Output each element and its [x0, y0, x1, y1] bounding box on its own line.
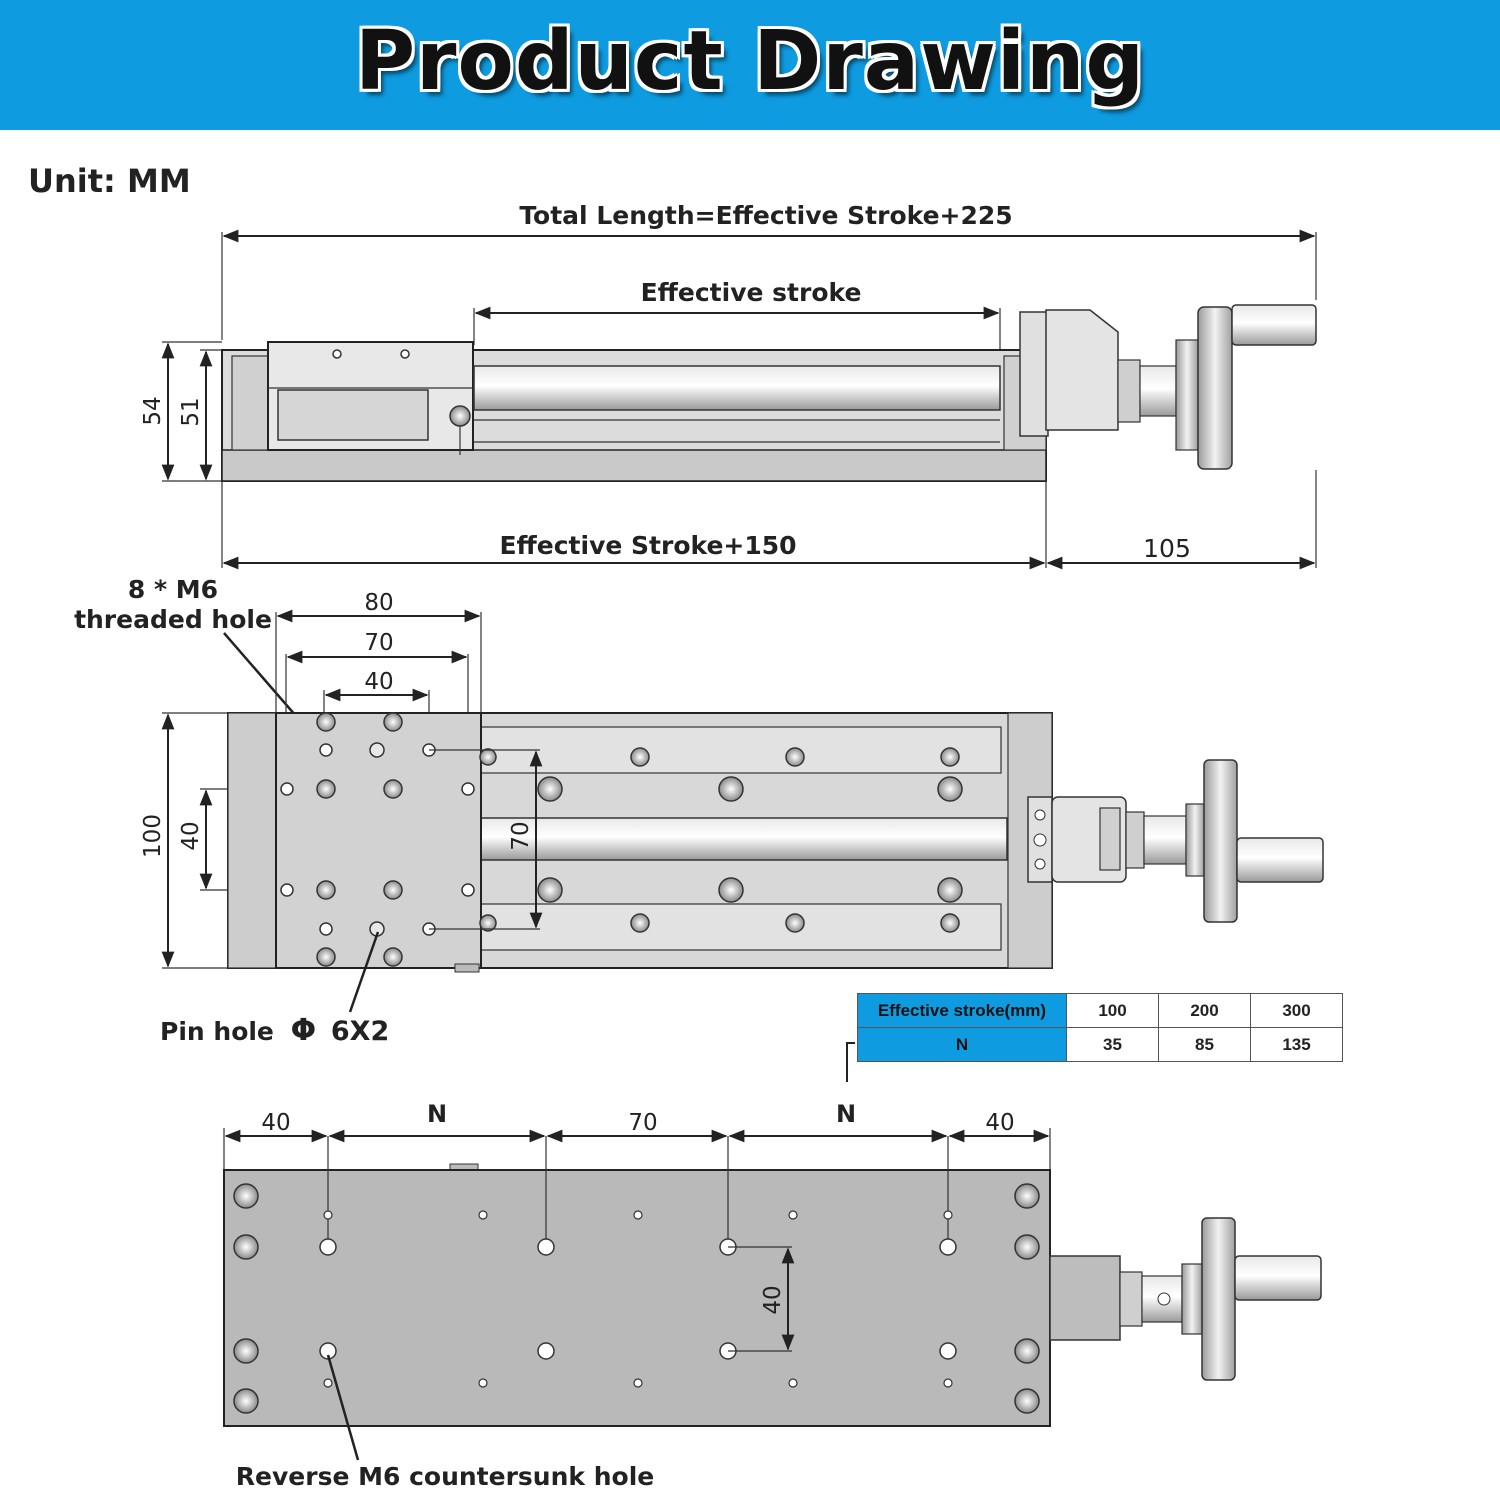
diameter-symbol: Φ [291, 1013, 317, 1048]
stroke-value-cell: 300 [1250, 993, 1343, 1028]
bottom-view: 40 N 70 N 40 40 [223, 1042, 1322, 1490]
n-value-cell: 135 [1250, 1027, 1343, 1062]
edge-left-label: 40 [261, 1110, 290, 1136]
side-handle-icon [1231, 304, 1317, 346]
stroke-value-cell: 200 [1158, 993, 1251, 1028]
side-handwheel [1197, 306, 1233, 470]
pin-hole-label: Pin hole [160, 1017, 274, 1046]
stroke-spec-table: Effective stroke(mm) 100 200 300 N 35 85… [857, 993, 1343, 1062]
pin-holes [369, 742, 385, 937]
table-row: N 35 85 135 [857, 1027, 1343, 1062]
banner-title: Product Drawing [354, 14, 1146, 109]
top-view: 8 * M6 threaded hole 80 70 40 100 40 [74, 575, 1324, 1048]
side-motor-mount [1045, 309, 1119, 431]
carriage-bolts [316, 712, 403, 967]
side-base [221, 449, 1047, 482]
width-70-label: 70 [364, 630, 393, 656]
width-40-label: 40 [364, 669, 393, 695]
edge-right-label: 40 [985, 1110, 1014, 1136]
table-row: Effective stroke(mm) 100 200 300 [857, 993, 1343, 1028]
bottom-corner-bolts [233, 1183, 1040, 1414]
stroke-header-cell: Effective stroke(mm) [857, 993, 1067, 1028]
unit-label: Unit: MM [28, 162, 191, 200]
n-right-label: N [836, 1100, 856, 1128]
n-value-cell: 85 [1158, 1027, 1251, 1062]
base-length-label: Effective Stroke+150 [499, 531, 796, 560]
spacing-70-label: 70 [508, 821, 534, 850]
technical-drawing: Total Length=Effective Stroke+225 Effect… [74, 201, 1324, 1490]
pin-hole-size: 6X2 [331, 1016, 389, 1047]
effective-stroke-label: Effective stroke [641, 278, 862, 307]
side-view: Total Length=Effective Stroke+225 Effect… [140, 201, 1317, 570]
pin-hole-text: Pin hole Φ 6X2 [160, 1013, 389, 1048]
stroke-value-cell: 100 [1066, 993, 1159, 1028]
total-length-label: Total Length=Effective Stroke+225 [519, 201, 1012, 230]
n-left-label: N [427, 1100, 447, 1128]
height-54-label: 54 [140, 396, 166, 425]
top-handwheel [1203, 759, 1238, 923]
handwheel-length-label: 105 [1143, 534, 1191, 563]
width-80-label: 80 [364, 590, 393, 616]
side-screw-rod [473, 365, 1001, 411]
countersunk-label: Reverse M6 countersunk hole [236, 1462, 654, 1490]
n-value-cell: 35 [1066, 1027, 1159, 1062]
height-100-label: 100 [140, 814, 166, 858]
height-51-label: 51 [178, 397, 204, 426]
bottom-body [223, 1169, 1051, 1427]
top-screw-rod [480, 817, 1008, 861]
countersunk-leader [326, 1354, 360, 1461]
pin-hole-leader [348, 931, 380, 1013]
title-banner: Product Drawing [0, 0, 1500, 130]
bottom-handwheel [1201, 1217, 1236, 1381]
threaded-hole-label: threaded hole [74, 605, 272, 634]
threaded-hole-count-label: 8 * M6 [128, 575, 218, 604]
vertical-40-label: 40 [760, 1285, 786, 1314]
height-40-label: 40 [178, 821, 204, 850]
bottom-handle-icon [1234, 1255, 1322, 1301]
small-holes [323, 1210, 953, 1388]
bottom-motor-mount [1049, 1255, 1121, 1341]
center-spacing-label: 70 [628, 1110, 657, 1136]
side-lock-icon [449, 405, 471, 427]
rail-bolts [479, 747, 963, 933]
top-handle-icon [1236, 837, 1324, 883]
n-header-cell: N [857, 1027, 1067, 1062]
threaded-holes [280, 743, 475, 936]
